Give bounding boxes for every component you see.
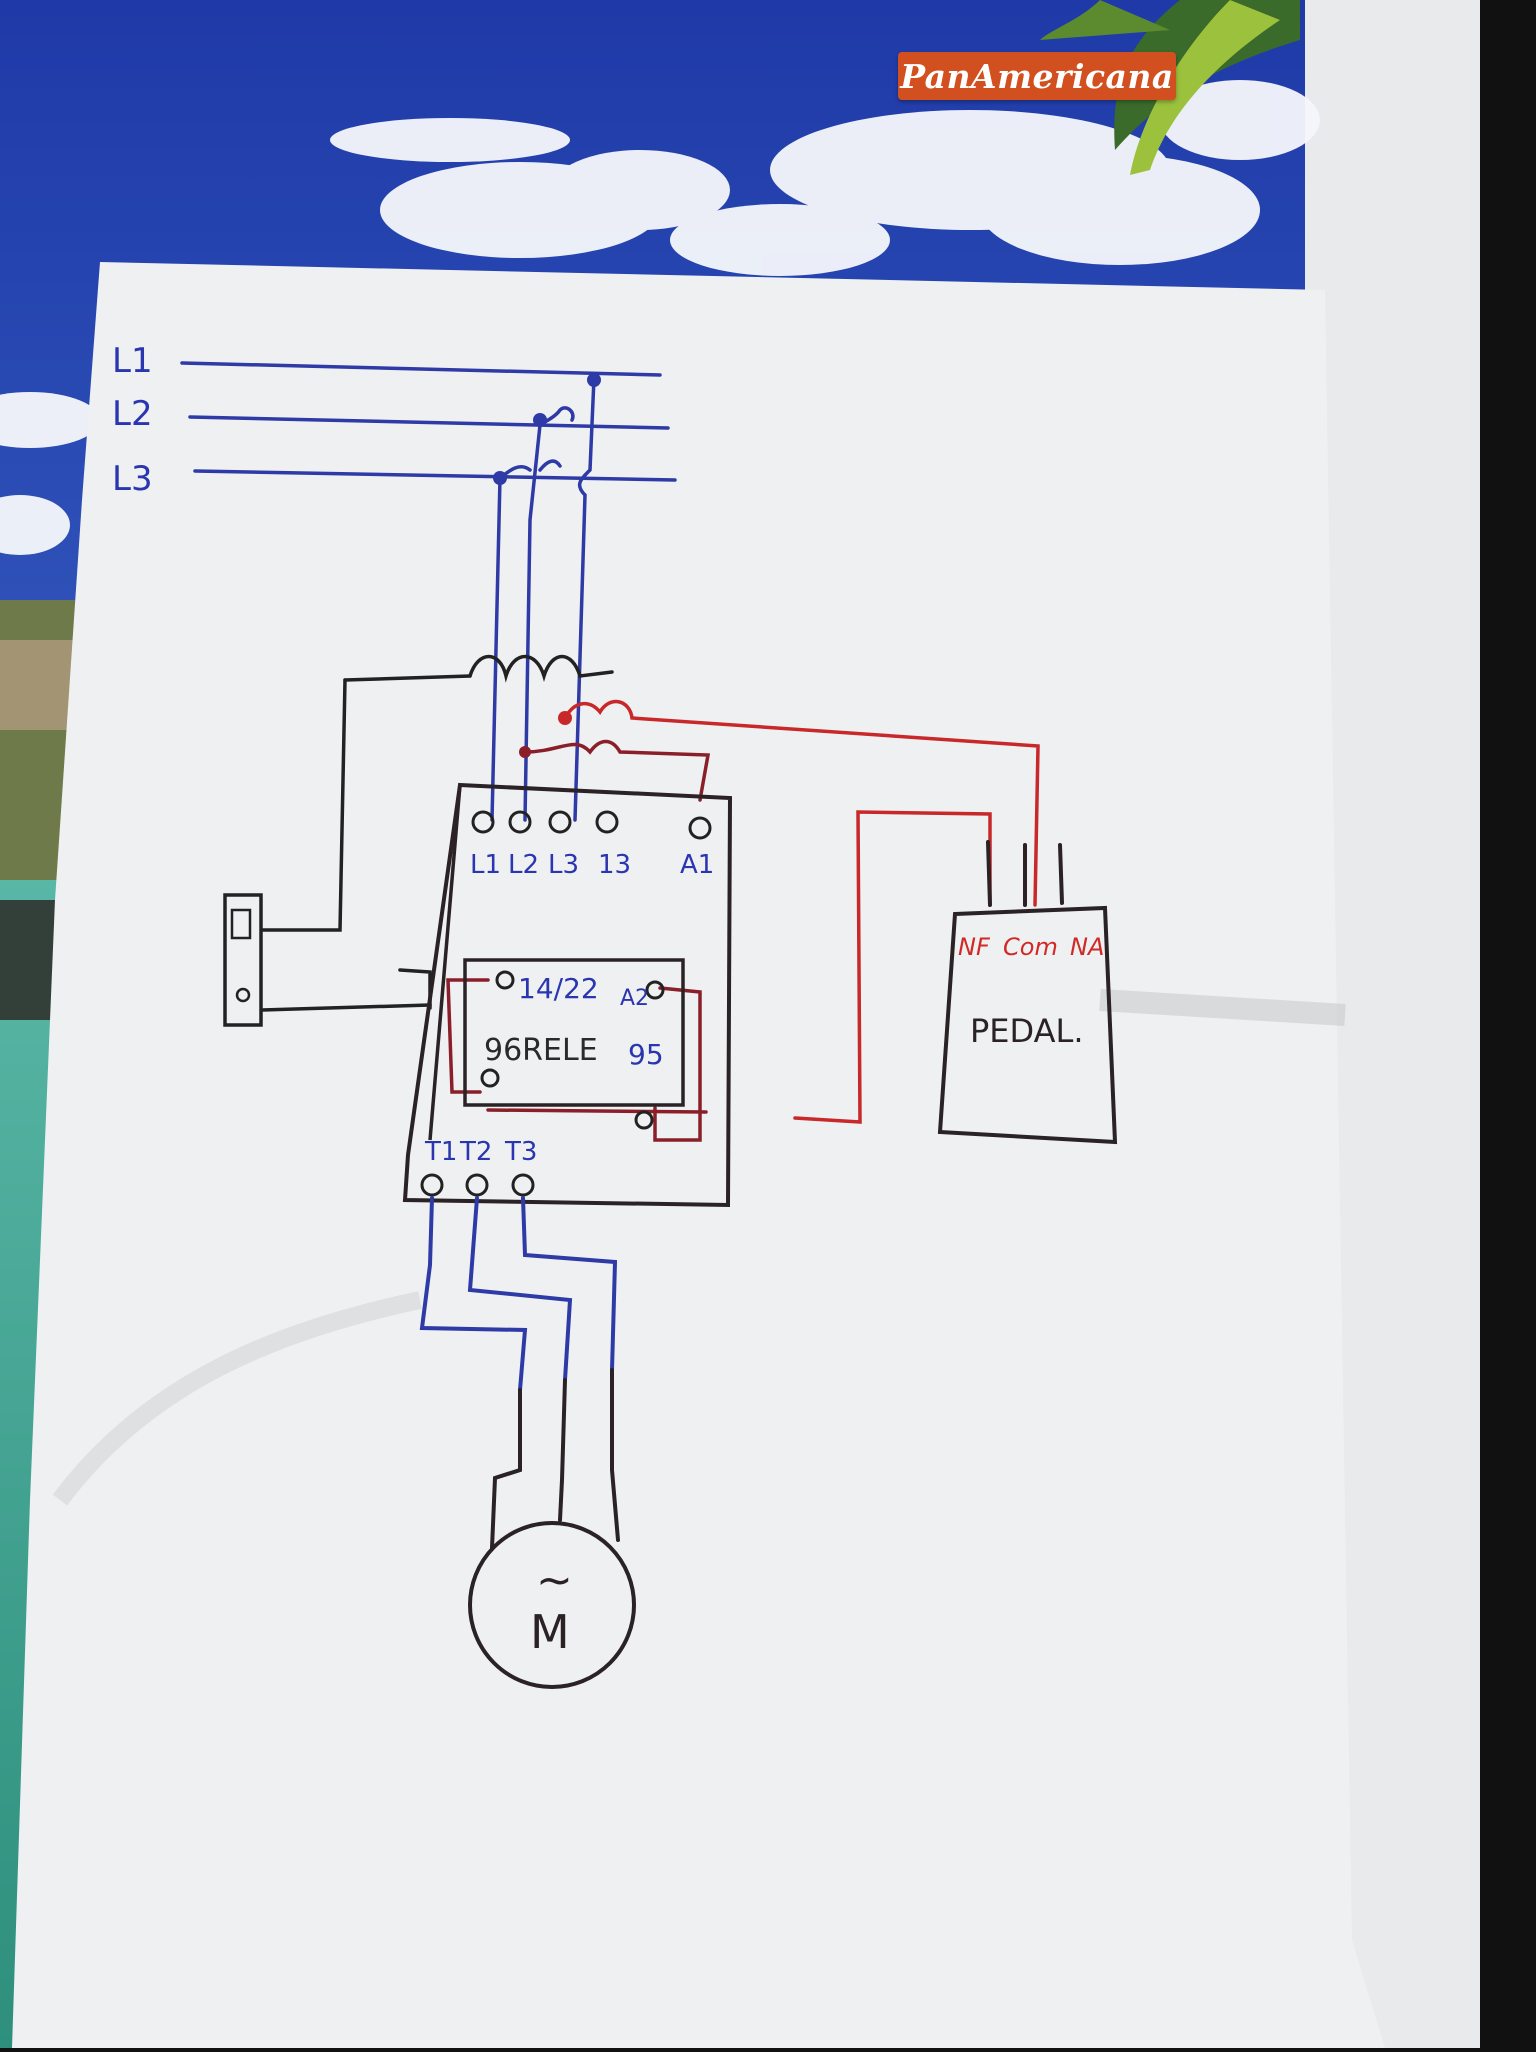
pedal-switch: NF Com NA PEDAL.	[937, 840, 1118, 1145]
dark-junctions	[519, 746, 531, 758]
motor-letter: M	[530, 1605, 570, 1659]
relay-name: 96RELE	[484, 1033, 598, 1068]
contactor-bottom-labels: T1 T2 T3	[424, 1137, 537, 1167]
terminal-label-t1: T1	[424, 1137, 457, 1167]
pedal-contact-labels: NF Com NA	[958, 933, 1104, 961]
terminal-label-a1: A1	[680, 850, 714, 880]
coil-block	[260, 654, 614, 1012]
control-junctions	[558, 711, 572, 725]
motor: ~ M	[468, 1521, 636, 1689]
fuse-block	[223, 893, 263, 1027]
pedal-contact-na: NA	[1070, 933, 1104, 961]
relay-label-a2: A2	[620, 986, 649, 1011]
terminal-label-l3: L3	[548, 850, 579, 880]
relay-label-95: 95	[628, 1038, 664, 1071]
contactor-top-terminals	[471, 810, 712, 840]
line-label-l3: L3	[112, 459, 153, 499]
supply-lines	[180, 361, 677, 482]
paper-smudge	[52, 1291, 422, 1506]
terminal-label-13: 13	[598, 850, 631, 880]
relay: 14/22 A2 96RELE 95	[463, 958, 685, 1130]
pedal-contact-nf: NF	[958, 933, 991, 961]
contactor	[402, 782, 733, 1208]
motor-feed-wires	[419, 1196, 618, 1392]
pencil-mark	[1099, 989, 1346, 1026]
relay-label-14-22: 14/22	[518, 972, 599, 1005]
terminal-label-t3: T3	[504, 1137, 537, 1167]
line-label-l2: L2	[112, 394, 153, 434]
terminal-label-l2: L2	[508, 850, 539, 880]
pedal-contact-com: Com	[1003, 933, 1058, 961]
supply-line-labels: L1 L2 L3	[112, 341, 153, 499]
motor-symbol: ~	[536, 1555, 573, 1606]
brand-name: PanAmericana	[900, 56, 1174, 96]
brand-logo: PanAmericana	[898, 52, 1176, 100]
contactor-bottom-terminals	[420, 1173, 535, 1197]
line-label-l1: L1	[112, 341, 153, 381]
motor-leads	[490, 1368, 620, 1550]
clouds	[0, 80, 1320, 555]
contactor-top-labels: L1 L2 L3 13 A1	[470, 850, 714, 880]
junction-dots	[493, 373, 601, 485]
pedal-name: PEDAL.	[970, 1012, 1083, 1050]
terminal-label-l1: L1	[470, 850, 501, 880]
palm-leaves	[1040, 0, 1300, 175]
paper-sheet	[12, 262, 1385, 2048]
terminal-label-t2: T2	[459, 1137, 492, 1167]
